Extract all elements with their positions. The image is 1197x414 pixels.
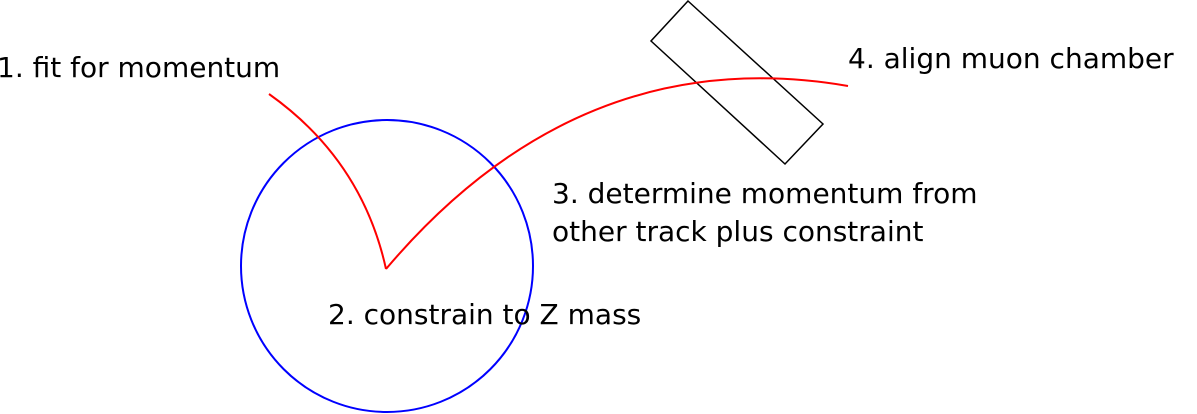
step2-label: 2. constrain to Z mass <box>328 298 641 331</box>
step3-label-line2: other track plus constraint <box>552 215 923 248</box>
z-mass-circle <box>240 119 534 413</box>
fitted-track <box>268 93 387 270</box>
other-track <box>385 77 849 270</box>
step1-label: 1. fit for momentum <box>0 51 280 84</box>
step3-label-line1: 3. determine momentum from <box>552 177 977 210</box>
step4-label: 4. align muon chamber <box>848 42 1174 75</box>
muon-chamber <box>649 0 825 166</box>
